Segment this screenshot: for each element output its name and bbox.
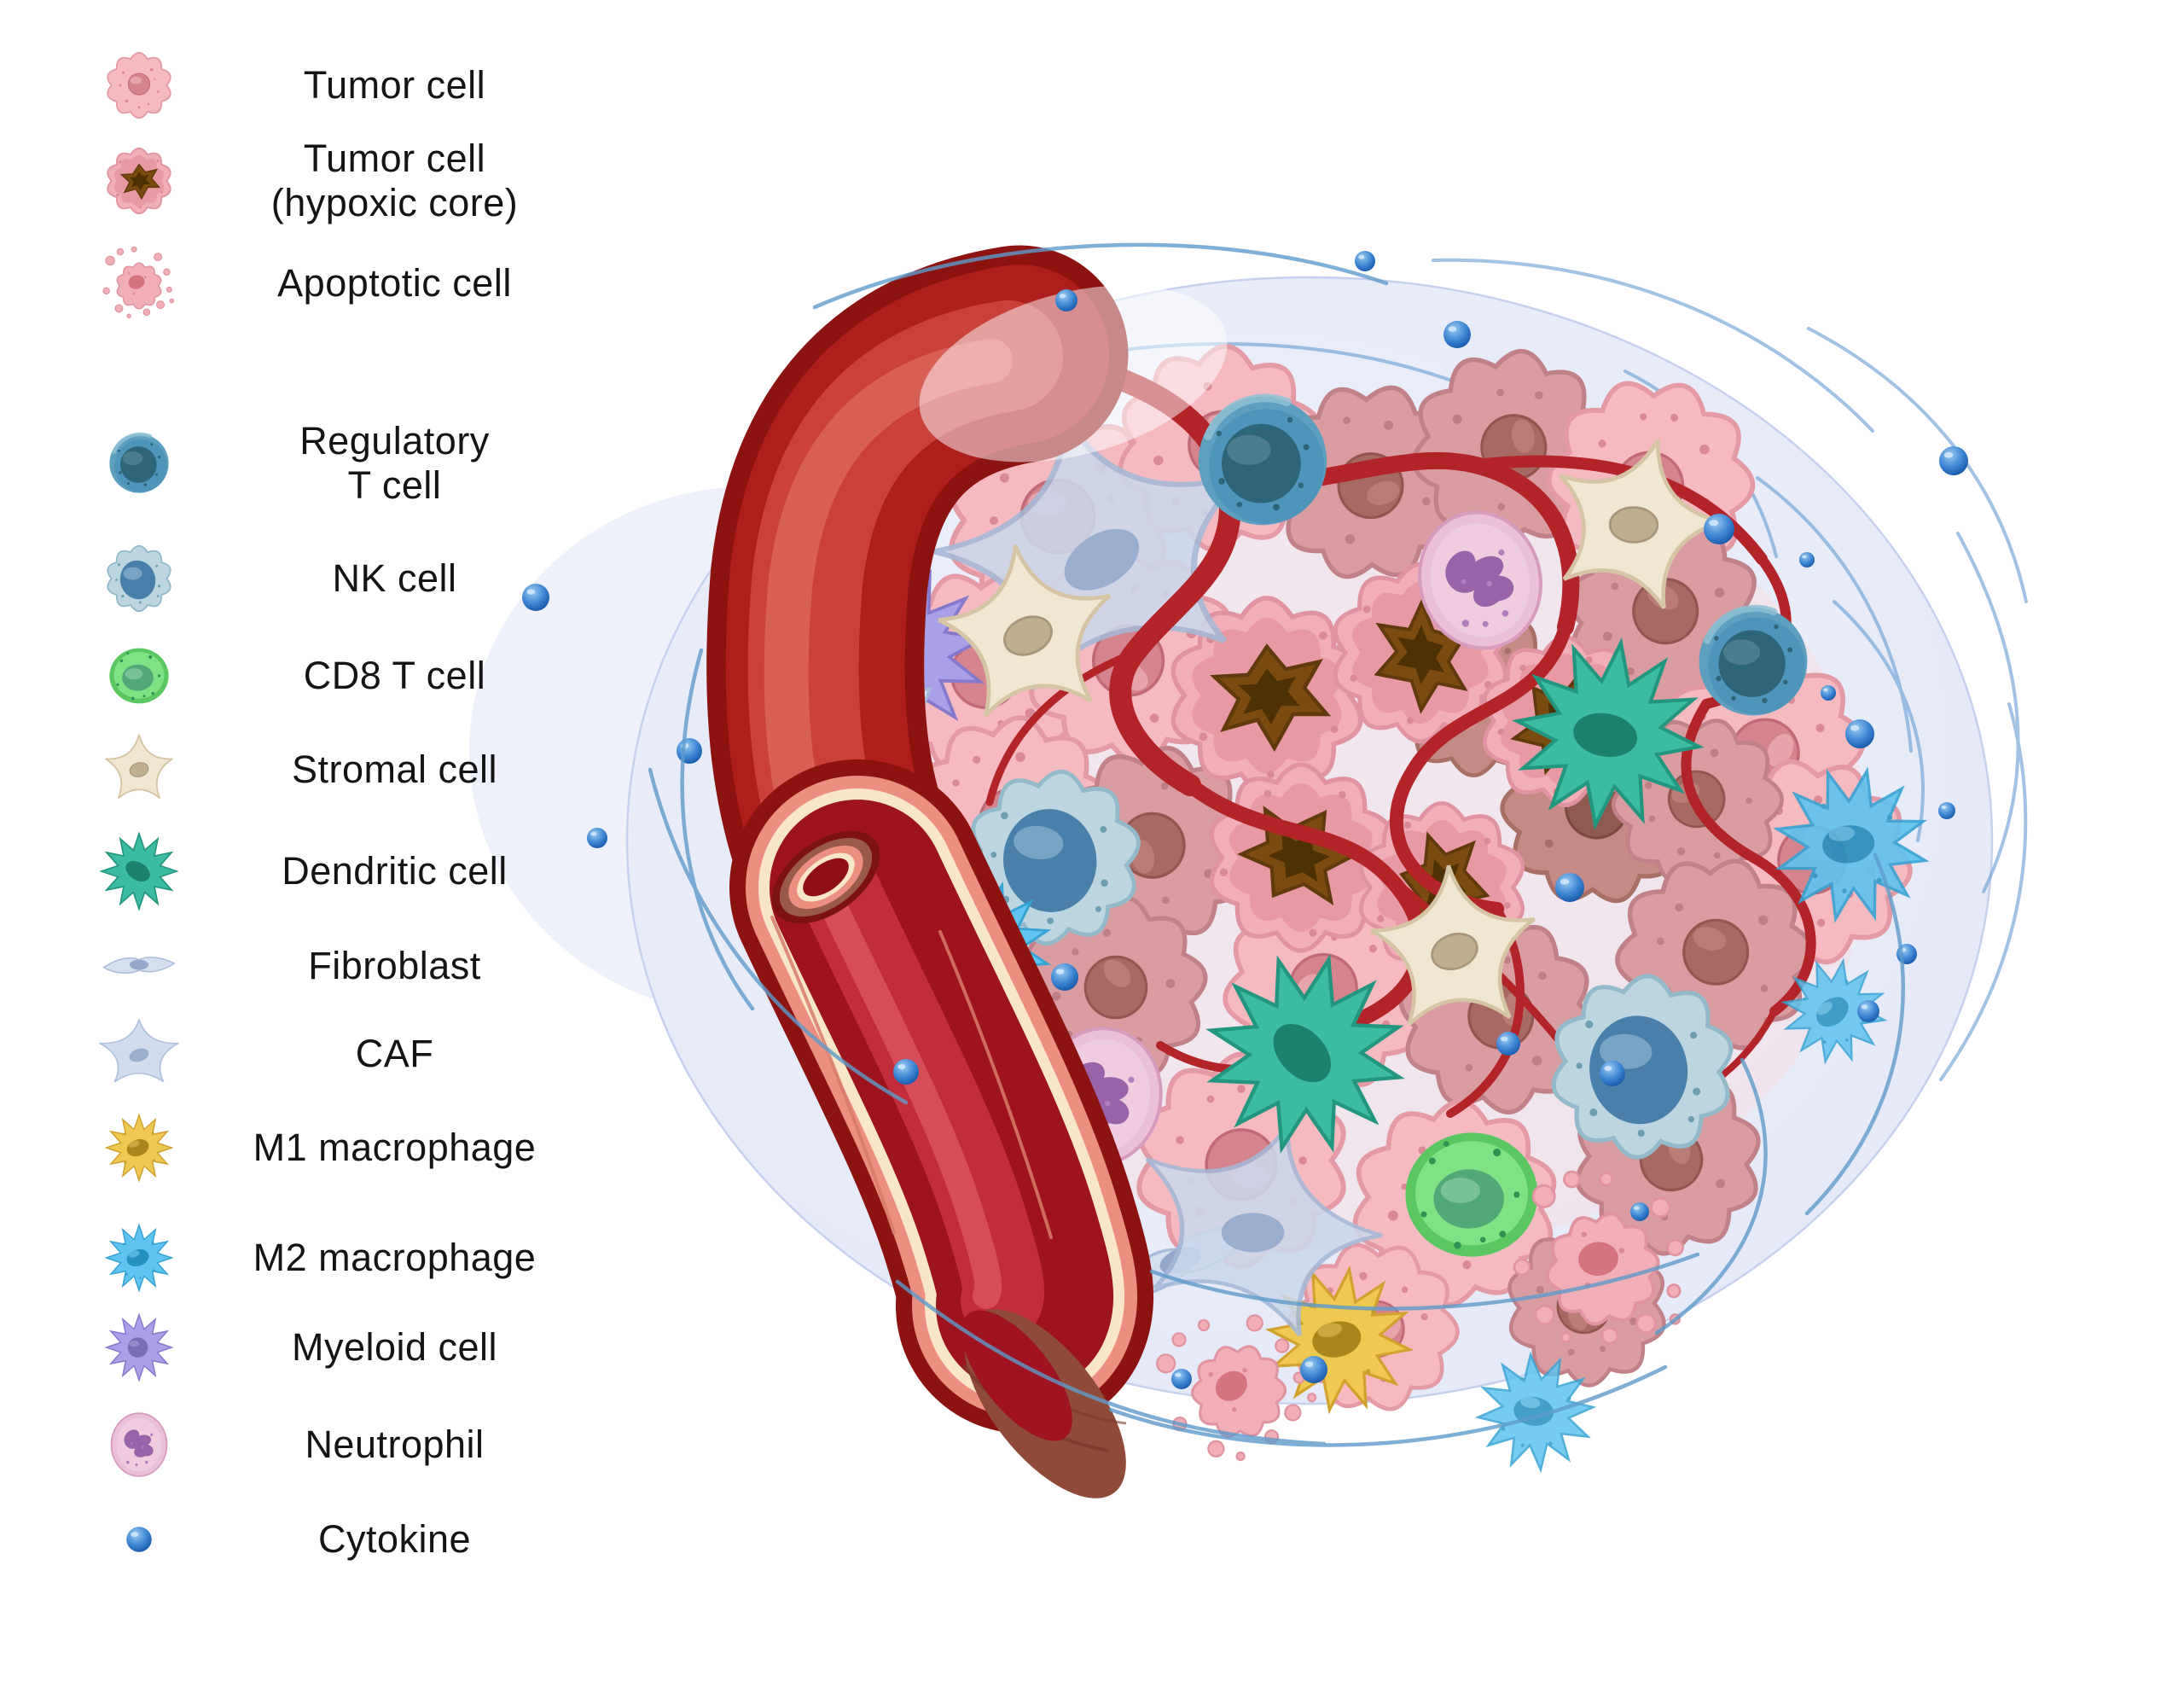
- vessel-wall-opening: [771, 830, 880, 924]
- legend-item-stromal-cell: Stromal cell: [60, 719, 572, 821]
- legend-item-apoptotic-cell: Apoptotic cell: [60, 232, 572, 335]
- regulatory-t-cell-icon: [60, 416, 218, 511]
- dendritic-cell-icon: [60, 823, 218, 919]
- legend-label: Apoptotic cell: [277, 260, 512, 305]
- m1-macrophage-icon: [60, 1100, 218, 1196]
- ecm-fibers-front: [648, 242, 1906, 1447]
- legend-label: M2 macrophage: [253, 1235, 537, 1279]
- cytokine: [1821, 685, 1836, 701]
- cytokine: [1799, 552, 1815, 567]
- stromal-cell-icon: [60, 722, 218, 817]
- legend-label: Cytokine: [317, 1516, 472, 1561]
- cytokine: [677, 738, 702, 764]
- legend-label: Fibroblast: [308, 943, 481, 987]
- cytokine: [1355, 251, 1375, 271]
- regulatory-t-cell: [1699, 608, 1808, 716]
- legend-item-neutrophil: Neutrophil: [60, 1394, 572, 1496]
- legend: Tumor cell Tumor cell(hypoxic core) Apop…: [60, 0, 572, 1699]
- cytokine: [1443, 321, 1471, 348]
- cytokine: [1300, 1356, 1327, 1383]
- legend-label: Myeloid cell: [291, 1324, 498, 1369]
- cd8-t-cell-icon: [60, 628, 218, 724]
- legend-item-fibroblast: Fibroblast: [60, 915, 572, 1017]
- legend-label: CAF: [355, 1031, 434, 1075]
- cytokine: [1496, 1032, 1520, 1056]
- legend-item-myeloid-cell: Myeloid cell: [60, 1296, 572, 1399]
- legend-item-nk-cell: NK cell: [60, 527, 572, 630]
- legend-item-cd8-t-cell: CD8 T cell: [60, 625, 572, 727]
- legend-label: CD8 T cell: [303, 653, 486, 697]
- cytokine: [893, 1059, 919, 1085]
- cytokine: [1171, 1369, 1192, 1389]
- m2-macrophage-icon: [60, 1210, 218, 1306]
- legend-label: M1 macrophage: [253, 1125, 537, 1169]
- legend-label: Tumor cell(hypoxic core): [270, 136, 519, 224]
- cytokine: [587, 828, 607, 848]
- cytokine: [1857, 1000, 1879, 1022]
- nk-cell-icon: [60, 531, 218, 626]
- cd8-t-cell: [1405, 1132, 1538, 1257]
- cytokine-icon: [60, 1492, 218, 1587]
- caf-icon: [60, 1006, 218, 1102]
- neutrophil-icon: [60, 1397, 218, 1492]
- tumor-cell-icon: [60, 38, 218, 133]
- tumor-cell-hypoxic-icon: [60, 133, 218, 229]
- legend-item-caf: CAF: [60, 1003, 572, 1105]
- cytokine: [1939, 446, 1968, 475]
- regulatory-t-cell: [1199, 397, 1327, 525]
- cytokine: [1845, 719, 1874, 748]
- cytokine: [1055, 289, 1077, 311]
- apoptotic-cell-icon: [60, 236, 218, 331]
- myeloid-cell-icon: [60, 1300, 218, 1395]
- legend-label: Dendritic cell: [282, 848, 508, 893]
- cytokine: [1051, 963, 1078, 991]
- cytokine: [1555, 873, 1584, 902]
- cytokine: [1600, 1061, 1625, 1086]
- cytokine: [1704, 514, 1734, 544]
- legend-label: NK cell: [332, 556, 457, 600]
- legend-item-m1-macrophage: M1 macrophage: [60, 1097, 572, 1199]
- legend-item-dendritic-cell: Dendritic cell: [60, 820, 572, 922]
- legend-item-m2-macrophage: M2 macrophage: [60, 1207, 572, 1309]
- cytokine: [1630, 1202, 1649, 1221]
- vessel-entry-glow: [919, 285, 1228, 463]
- vessel-cut-segment: [729, 759, 1153, 1434]
- fibroblast-icon: [60, 918, 218, 1014]
- legend-label: Tumor cell: [303, 62, 486, 107]
- ecm-fibers-back: [1022, 258, 2028, 1081]
- legend-item-tumor-cell-hypoxic: Tumor cell(hypoxic core): [60, 130, 572, 232]
- legend-item-tumor-cell: Tumor cell: [60, 34, 572, 137]
- legend-label: Neutrophil: [305, 1422, 485, 1466]
- legend-label: Stromal cell: [291, 747, 498, 791]
- cytokine: [1938, 802, 1955, 819]
- legend-item-cytokine: Cytokine: [60, 1488, 572, 1591]
